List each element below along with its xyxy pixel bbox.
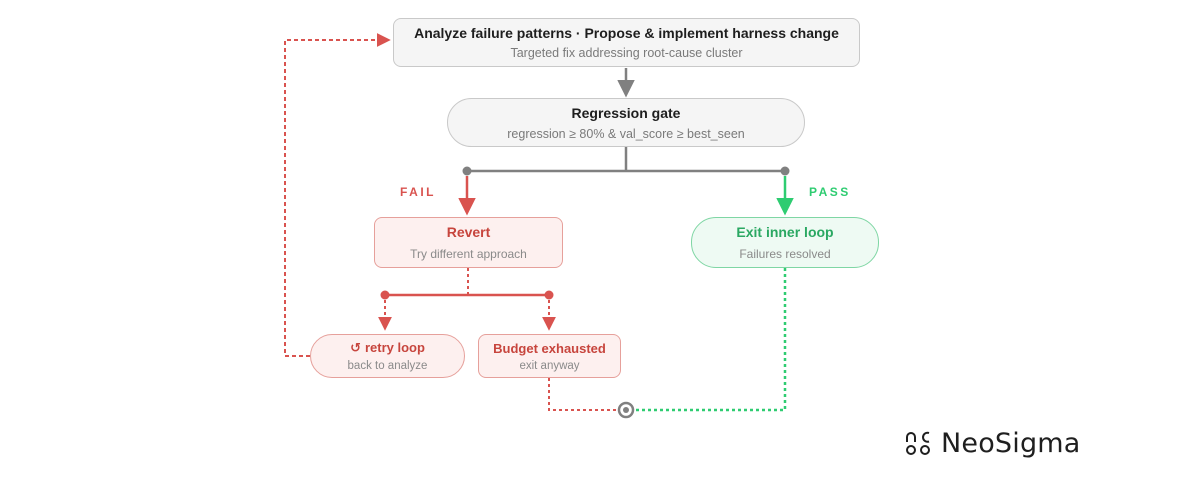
node-retry-title-row: ↺retry loop (350, 340, 425, 356)
node-retry-loop: ↺retry loop back to analyze (310, 334, 465, 378)
node-analyze-subtitle: Targeted fix addressing root-cause clust… (510, 46, 743, 60)
edge-budget-to-merge (548, 378, 619, 411)
node-revert-title: Revert (446, 224, 491, 240)
node-budget-subtitle: exit anyway (519, 359, 580, 372)
split-dot-left (462, 166, 472, 176)
node-retry-subtitle: back to analyze (347, 360, 428, 372)
node-gate-title: Regression gate (571, 104, 681, 121)
node-revert: Revert Try different approach (374, 217, 563, 268)
edge-retry-back-to-analyze (284, 33, 391, 357)
brand-logo: NeoSigma (905, 428, 1081, 459)
split-dot-right (780, 166, 790, 176)
revert-split-dot-left (380, 290, 390, 300)
node-gate-subtitle: regression ≥ 80% & val_score ≥ best_seen (507, 126, 745, 141)
node-analyze-propose: Analyze failure patterns · Propose & imp… (393, 18, 860, 67)
node-exit-subtitle: Failures resolved (739, 247, 831, 261)
neosigma-logo-icon (906, 431, 930, 455)
node-exit-inner-loop: Exit inner loop Failures resolved (691, 217, 879, 268)
revert-split-dot-right (544, 290, 554, 300)
node-budget-title: Budget exhausted (493, 340, 606, 356)
fail-branch-label: FAIL (400, 185, 436, 199)
retry-icon: ↺ (350, 340, 361, 355)
pass-branch-label: PASS (809, 185, 851, 199)
node-retry-title: retry loop (364, 340, 425, 355)
node-analyze-title: Analyze failure patterns · Propose & imp… (414, 25, 839, 41)
node-revert-subtitle: Try different approach (410, 247, 527, 261)
edge-exit-to-merge (633, 268, 787, 412)
merge-terminal-core (623, 407, 629, 413)
node-regression-gate: Regression gate regression ≥ 80% & val_s… (447, 98, 805, 147)
node-budget-exhausted: Budget exhausted exit anyway (478, 334, 621, 378)
node-exit-title: Exit inner loop (736, 224, 834, 240)
brand-name: NeoSigma (941, 428, 1081, 459)
